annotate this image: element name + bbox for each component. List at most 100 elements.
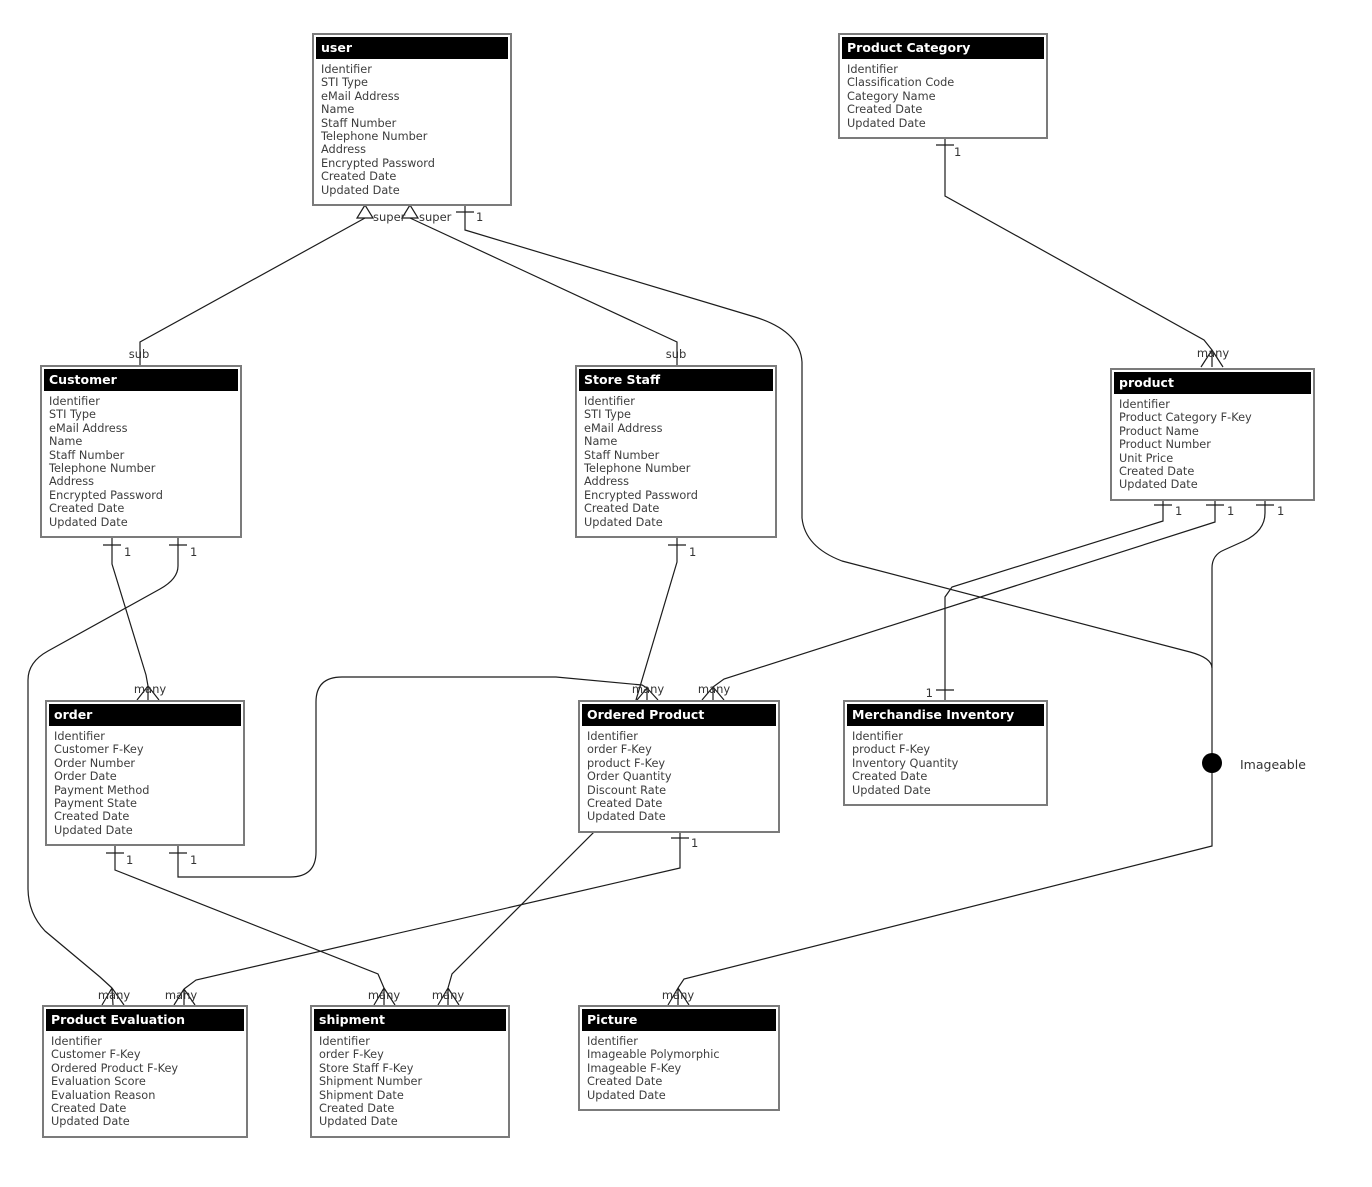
generalization-line-customer-user xyxy=(139,217,366,365)
entity-title: Picture xyxy=(582,1009,776,1031)
field-row: Identifier xyxy=(54,730,105,743)
field-row: Updated Date xyxy=(321,183,400,197)
field-row: Telephone Number xyxy=(321,130,428,144)
field-row: Created Date xyxy=(847,103,923,117)
field-row: Updated Date xyxy=(587,810,666,824)
cardinality-label: 1 xyxy=(926,686,933,700)
field-row: Created Date xyxy=(852,770,928,784)
field-row: Telephone Number xyxy=(49,462,156,476)
field-row: eMail Address xyxy=(49,421,128,435)
entity-title: Product Category xyxy=(842,37,1044,59)
field-row: Updated Date xyxy=(1119,478,1198,492)
field-row: Name xyxy=(584,435,618,449)
cardinality-label: many xyxy=(134,682,167,696)
field-row: Address xyxy=(49,475,94,489)
entity-title: Product Evaluation xyxy=(46,1009,244,1031)
field-row: Identifier xyxy=(852,730,903,743)
field-row: product F-Key xyxy=(852,743,931,757)
field-row: Address xyxy=(584,475,629,489)
field-row: Updated Date xyxy=(49,515,128,529)
field-row: Product Number xyxy=(1119,438,1211,452)
imageable-node-label: Imageable xyxy=(1240,757,1306,772)
cardinality-label: many xyxy=(368,988,401,1002)
relationship-line-product-orderedproduct xyxy=(701,496,1224,701)
cardinality-label: many xyxy=(98,988,131,1002)
field-row: Updated Date xyxy=(51,1115,130,1129)
entity-title: Merchandise Inventory xyxy=(847,704,1044,726)
field-row: Updated Date xyxy=(584,515,663,529)
cardinality-label: many xyxy=(432,988,465,1002)
field-row: STI Type xyxy=(321,76,368,90)
field-row: Inventory Quantity xyxy=(852,756,959,770)
field-row: STI Type xyxy=(584,408,631,422)
cardinality-label: many xyxy=(632,682,665,696)
relationship-line-orderedproduct-productevaluation xyxy=(173,830,689,1006)
field-row: Discount Rate xyxy=(587,783,667,797)
field-row: Staff Number xyxy=(49,448,125,462)
field-row: Created Date xyxy=(587,1075,663,1089)
field-row: product F-Key xyxy=(587,756,666,770)
cardinality-label: 1 xyxy=(1227,504,1234,518)
field-row: STI Type xyxy=(49,408,96,422)
field-row: Staff Number xyxy=(321,116,397,130)
field-row: Updated Date xyxy=(319,1115,398,1129)
field-row: Created Date xyxy=(584,502,660,516)
field-row: Ordered Product F-Key xyxy=(51,1061,179,1075)
field-row: Updated Date xyxy=(54,823,133,837)
generalization-triangle-icon xyxy=(355,203,375,219)
field-row: Identifier xyxy=(587,1035,638,1048)
cardinality-label: sub xyxy=(666,347,687,361)
generalization-triangle-icon xyxy=(400,203,420,219)
relationship-line-product-merchandiseinventory xyxy=(936,496,1172,700)
cardinality-label: sub xyxy=(129,347,150,361)
field-row: eMail Address xyxy=(584,421,663,435)
field-row: Store Staff F-Key xyxy=(319,1061,414,1075)
field-row: Unit Price xyxy=(1119,451,1174,465)
field-row: Staff Number xyxy=(584,448,660,462)
cardinality-label: many xyxy=(1197,346,1230,360)
relationship-line-order-orderedproduct xyxy=(169,676,659,878)
field-row: Shipment Number xyxy=(319,1075,423,1089)
cardinality-label: 1 xyxy=(190,853,197,867)
field-row: Imageable Polymorphic xyxy=(587,1048,720,1062)
generalization-line-storestaff-user xyxy=(409,217,678,365)
field-row: eMail Address xyxy=(321,89,400,103)
entity-title: Store Staff xyxy=(579,369,773,391)
field-row: Order Number xyxy=(54,756,136,770)
cardinality-label: 1 xyxy=(190,545,197,559)
field-row: Order Date xyxy=(54,770,117,784)
field-row: Product Category F-Key xyxy=(1119,411,1252,425)
field-row: Customer F-Key xyxy=(54,743,144,757)
field-row: Identifier xyxy=(49,395,100,408)
cardinality-label: 1 xyxy=(476,210,483,224)
imageable-node[interactable] xyxy=(1202,753,1222,773)
field-row: Created Date xyxy=(321,170,397,184)
field-row: order F-Key xyxy=(319,1048,384,1062)
field-row: Encrypted Password xyxy=(321,156,435,170)
field-row: Created Date xyxy=(319,1102,395,1116)
field-row: Classification Code xyxy=(847,76,955,90)
field-row: Category Name xyxy=(847,89,936,103)
field-row: Address xyxy=(321,143,366,157)
field-row: Identifier xyxy=(587,730,638,743)
cardinality-label: 1 xyxy=(124,545,131,559)
